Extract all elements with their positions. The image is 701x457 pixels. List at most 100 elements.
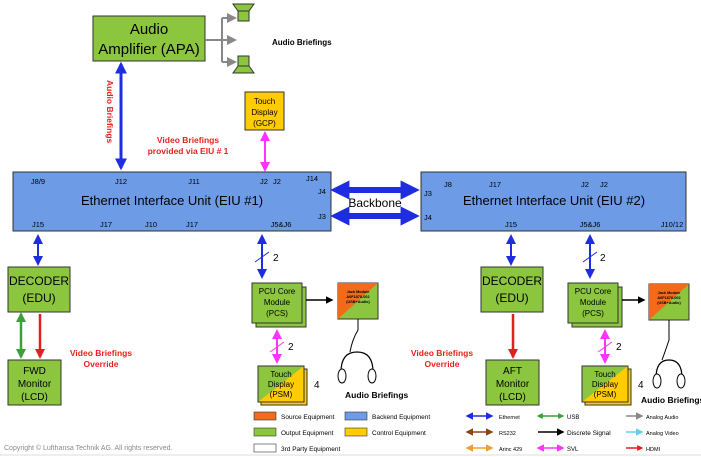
psm-left-line2: Display <box>268 380 294 389</box>
fwd-monitor-line3: (LCD) <box>21 392 48 403</box>
pcu-left-line3: (PCS) <box>266 309 288 318</box>
audio-briefings-left-label: Audio Briefings <box>345 390 409 400</box>
legend-svl: SVL <box>536 444 579 453</box>
video-override-right-line2: Override <box>425 359 460 369</box>
legend-output-label: Output Equipment <box>281 430 334 437</box>
psm-left-line1: Touch <box>270 370 291 379</box>
headphone-cord <box>661 320 670 361</box>
decoder-right-line2: (EDU) <box>495 291 528 305</box>
legend-backend: Backend Equipment <box>344 411 430 421</box>
eiu1-port: J17 <box>186 220 198 229</box>
legend-analog-video-label: Analog Video <box>646 431 679 437</box>
legend-svl-label: SVL <box>567 447 579 453</box>
legend-discrete-label: Discrete Signal <box>567 430 611 437</box>
decoder-edu-left: DECODER (EDU) <box>7 266 71 313</box>
eiu1-port: J8/9 <box>31 177 45 186</box>
decoder-right-line1: DECODER <box>482 274 542 288</box>
backbone-label: Backbone <box>348 196 402 210</box>
eiu1-port: J5&J6 <box>271 220 292 229</box>
gcp-line3: (GCP) <box>253 119 276 128</box>
copyright-text: Copyright © Lufthansa Technik AG. All ri… <box>4 444 173 452</box>
pcu-core-module-right: PCU Core Module (PCS) <box>567 282 623 328</box>
psm-touch-display-right: Touch Display (PSM) <box>581 365 632 406</box>
eiu1-port: J4 <box>318 187 326 196</box>
eiu1-port: J3 <box>318 212 326 221</box>
legend-control: Control Equipment <box>344 427 426 437</box>
eiu2-port: J8 <box>444 180 452 189</box>
aft-monitor-line1: AFT <box>503 366 522 377</box>
eiu1-port: J14 <box>306 174 318 183</box>
legend-usb-label: USB <box>567 415 579 421</box>
jack-left-line2: A0F1878-002 <box>346 295 369 299</box>
aft-monitor-line2: Monitor <box>496 379 530 390</box>
bus-slash <box>582 251 598 263</box>
eiu1-port: J17 <box>100 220 112 229</box>
video-override-right-line1: Video Briefings <box>411 348 473 358</box>
psm-right-line1: Touch <box>594 370 615 379</box>
audio-briefings-vertical-label: Audio Briefings <box>105 80 115 144</box>
eiu2-port: J17 <box>489 180 501 189</box>
legend-output: Output Equipment <box>253 427 334 437</box>
jack-right-line2: A0F1878-002 <box>657 296 680 300</box>
jack-left-line3: (USB+Audio) <box>346 300 370 304</box>
eiu2-title: Ethernet Interface Unit (EIU #2) <box>463 193 645 208</box>
legend-backend-label: Backend Equipment <box>372 414 430 421</box>
pcu-left-line1: PCU Core <box>259 287 296 296</box>
eiu1-port: J2 <box>260 177 268 186</box>
fwd-monitor-line1: FWD <box>23 366 46 377</box>
fwd-monitor-line2: Monitor <box>18 379 52 390</box>
audio-briefings-top-label: Audio Briefings <box>272 38 332 47</box>
backbone-link: Backbone <box>330 180 420 226</box>
decoder-left-line2: (EDU) <box>22 291 55 305</box>
eiu1-port: J2 <box>273 177 281 186</box>
headphone-cord <box>349 319 359 353</box>
decoder-edu-right: DECODER (EDU) <box>480 266 544 313</box>
bus-count-label: 2 <box>273 253 279 264</box>
eiu2-box: Ethernet Interface Unit (EIU #2) J8 J17 … <box>420 171 687 232</box>
eiu1-port: J10 <box>145 220 157 229</box>
legend-source-label: Source Equipment <box>281 414 335 421</box>
legend-discrete: Discrete Signal <box>538 428 611 437</box>
fwd-monitor: FWD Monitor (LCD) <box>7 359 62 406</box>
psm-right-count: 4 <box>638 380 644 391</box>
legend-third-party-label: 3rd Party Equipment <box>281 446 340 453</box>
bus-slash <box>597 341 613 353</box>
pcu-right-line2: Module <box>580 298 607 307</box>
psm-left-count: 4 <box>314 380 320 391</box>
bus-slash <box>254 251 270 263</box>
legend-arinc: Arinc 429 <box>465 444 522 453</box>
legend-arinc-label: Arinc 429 <box>499 447 522 453</box>
eiu2-port: J4 <box>424 213 432 222</box>
apa-line2: Amplifier (APA) <box>98 41 199 58</box>
psm-left-line3: (PSM) <box>270 390 293 399</box>
pcu-core-module-left: PCU Core Module (PCS) <box>251 282 307 328</box>
legend-hdmi-label: HDMI <box>646 447 661 453</box>
eiu1-port: J11 <box>188 177 200 186</box>
eiu2-port: J2 <box>581 180 589 189</box>
gcp-line2: Display <box>251 108 277 117</box>
legend-analog-video: Analog Video <box>626 428 679 437</box>
eiu1-port: J15 <box>32 220 44 229</box>
legend-analog-audio: Analog Audio <box>626 412 678 421</box>
audio-briefings-right-label: Audio Briefings <box>641 395 701 405</box>
legend-rs232-label: RS232 <box>499 431 516 437</box>
jack-left-line1: Jack Module <box>347 290 370 294</box>
jack-module-right: Jack Module A0F1878-002 (USB+Audio) <box>648 283 690 321</box>
legend-control-label: Control Equipment <box>372 430 426 437</box>
pcu-right-line1: PCU Core <box>575 287 612 296</box>
decoder-left-line1: DECODER <box>9 274 69 288</box>
video-override-left-line2: Override <box>84 359 119 369</box>
gcp-line1: Touch <box>254 97 275 106</box>
eiu2-port: J15 <box>505 220 517 229</box>
psm-touch-display-left: Touch Display (PSM) <box>257 365 308 406</box>
analog-audio-lines <box>205 13 237 67</box>
legend-ethernet-label: Ethernet <box>499 415 520 421</box>
legend-analog-audio-label: Analog Audio <box>646 415 678 421</box>
headphones-icon <box>652 359 686 389</box>
jack-module-left: Jack Module A0F1878-002 (USB+Audio) <box>337 282 379 320</box>
legend: Source Equipment Backend Equipment Outpu… <box>253 411 679 453</box>
legend-rs232: RS232 <box>465 428 516 437</box>
eiu2-port: J10/12 <box>661 220 684 229</box>
video-via-eiu-line1: Video Briefings <box>157 135 219 145</box>
pcu-left-line2: Module <box>264 298 291 307</box>
